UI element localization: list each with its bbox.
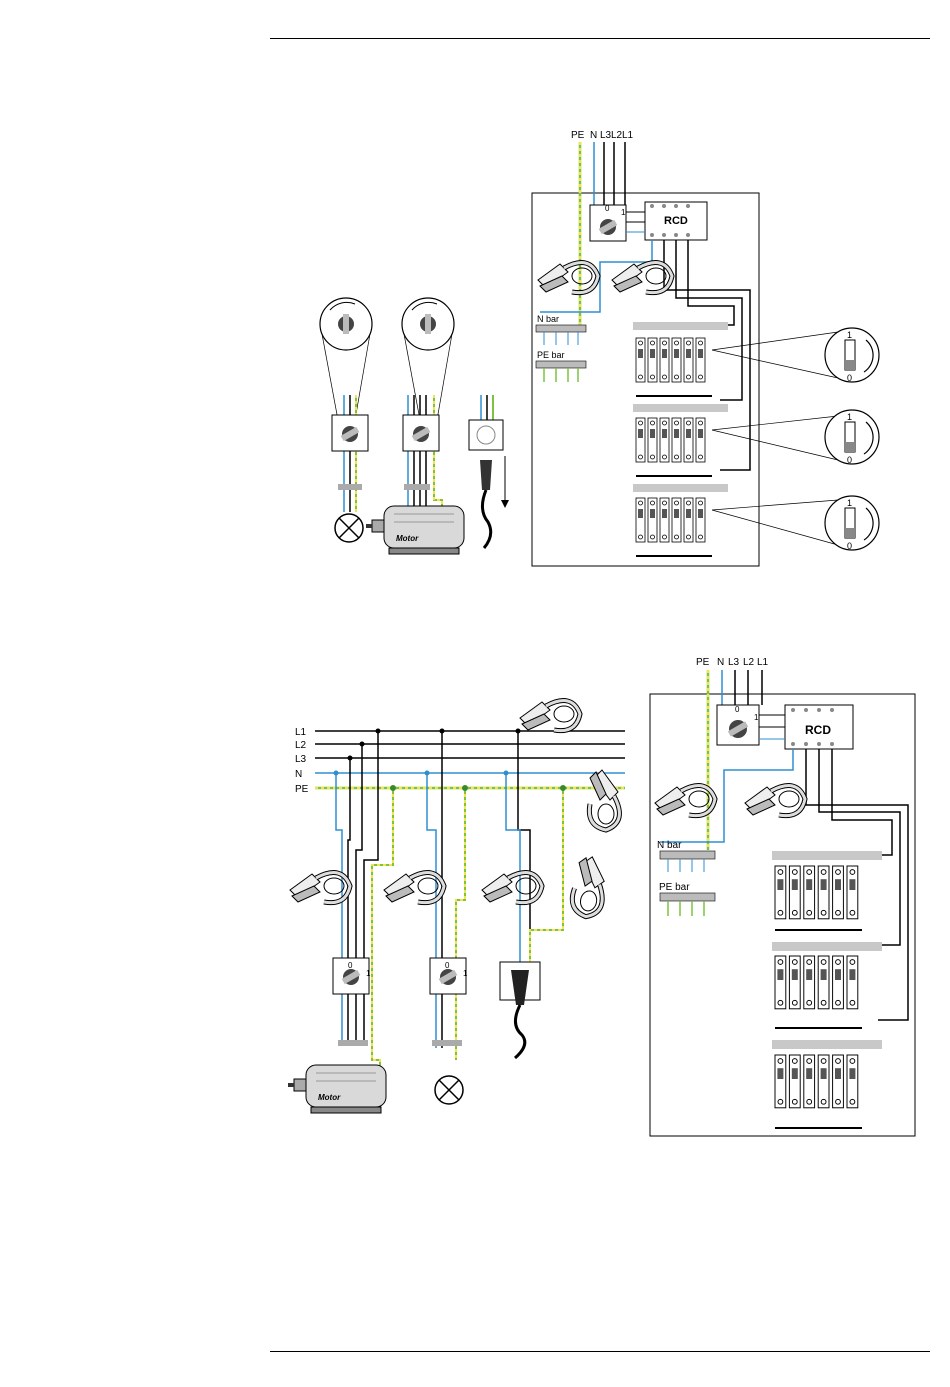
supply-label-pe-bottom: PE	[696, 657, 710, 668]
supply-label-l2-bottom: L2	[743, 657, 755, 668]
main-switch-bottom-one: 1	[754, 713, 759, 722]
clamp-meter-rcd	[612, 263, 672, 293]
lamp-load	[335, 514, 363, 542]
rcd-label: RCD	[664, 215, 688, 227]
motor-label: Motor	[396, 534, 419, 543]
motor-label-bottom: Motor	[318, 1093, 341, 1102]
supply-label-l2: L2	[611, 130, 623, 141]
clamp-meter-pe-bus	[589, 770, 619, 830]
distribution-board	[532, 193, 759, 566]
bus-label-pe: PE	[295, 784, 309, 795]
breaker-zoom-1-on: 1	[847, 330, 852, 340]
rcd-label-bottom: RCD	[805, 723, 831, 737]
breaker-zoom-3-off: 0	[847, 541, 852, 551]
pe-bar-label: PE bar	[537, 350, 565, 360]
bus-label-l1: L1	[295, 727, 307, 738]
clamp-meter-pe-board	[655, 786, 715, 816]
supply-label-n-bottom: N	[717, 657, 724, 668]
breaker-row-3	[633, 484, 728, 556]
lamp-load-bottom	[435, 1076, 463, 1104]
main-switch-bottom-zero: 0	[735, 705, 740, 714]
lamp-switch	[332, 415, 368, 451]
supply-label-l3: L3	[600, 130, 612, 141]
breaker-zoom-3-on: 1	[847, 498, 852, 508]
clamp-meter-pe	[538, 263, 598, 293]
clamp-meter-pe-socket	[569, 855, 609, 919]
plug	[480, 460, 492, 490]
supply-label-l1: L1	[622, 130, 634, 141]
bottom-installation-diagram: L1 L2 L3 N PE	[288, 657, 915, 1136]
supply-label-pe: PE	[571, 130, 585, 141]
breaker-row-2-bottom	[772, 942, 882, 1028]
n-bar-label: N bar	[537, 314, 559, 324]
motor-load-bottom	[288, 1065, 386, 1113]
top-installation-diagram: PE N L3 L2 L1 0 1 RCD	[320, 130, 879, 566]
supply-label-l1-bottom: L1	[757, 657, 769, 668]
breaker-zoom-1: 1 0	[712, 328, 879, 383]
breaker-zoom-3: 1 0	[712, 496, 879, 551]
pe-bar	[536, 361, 586, 368]
breaker-row-2	[633, 404, 728, 476]
main-switch-one: 1	[621, 208, 626, 217]
main-switch-zero: 0	[605, 204, 610, 213]
supply-label-n: N	[590, 130, 597, 141]
n-bar	[536, 325, 586, 332]
bus-label-l3: L3	[295, 754, 307, 765]
pe-bar-bottom	[660, 893, 715, 901]
breaker-row-3-bottom	[772, 1040, 882, 1128]
motor-switch	[403, 415, 439, 451]
lamp-switch-one: 1	[463, 969, 468, 978]
clamp-meter-motor	[290, 873, 350, 903]
supply-label-l3-bottom: L3	[728, 657, 740, 668]
clamp-meter-supply	[520, 701, 580, 731]
breaker-row-1-bottom	[772, 851, 882, 930]
wall-socket	[469, 420, 503, 450]
motor-switch-zero: 0	[348, 961, 353, 970]
bus-label-l2: L2	[295, 740, 307, 751]
lamp-switch-zero: 0	[445, 961, 450, 970]
motor-load	[366, 506, 464, 554]
pe-bar-label-bottom: PE bar	[659, 882, 690, 893]
bus-label-n: N	[295, 769, 302, 780]
clamp-meter-socket	[482, 873, 542, 903]
breaker-zoom-1-off: 0	[847, 373, 852, 383]
breaker-zoom-2-off: 0	[847, 455, 852, 465]
breaker-row-1	[633, 322, 728, 396]
clamp-meter-rcd-board	[745, 786, 805, 816]
motor-switch-one: 1	[366, 969, 371, 978]
breaker-zoom-2: 1 0	[712, 410, 879, 465]
clamp-meter-lamp	[384, 873, 444, 903]
switch-zoom-motor	[402, 298, 454, 420]
n-bar-bottom	[660, 851, 715, 859]
n-bar-label-bottom: N bar	[657, 840, 682, 851]
switch-zoom-lamp	[320, 298, 372, 420]
breaker-zoom-2-on: 1	[847, 412, 852, 422]
